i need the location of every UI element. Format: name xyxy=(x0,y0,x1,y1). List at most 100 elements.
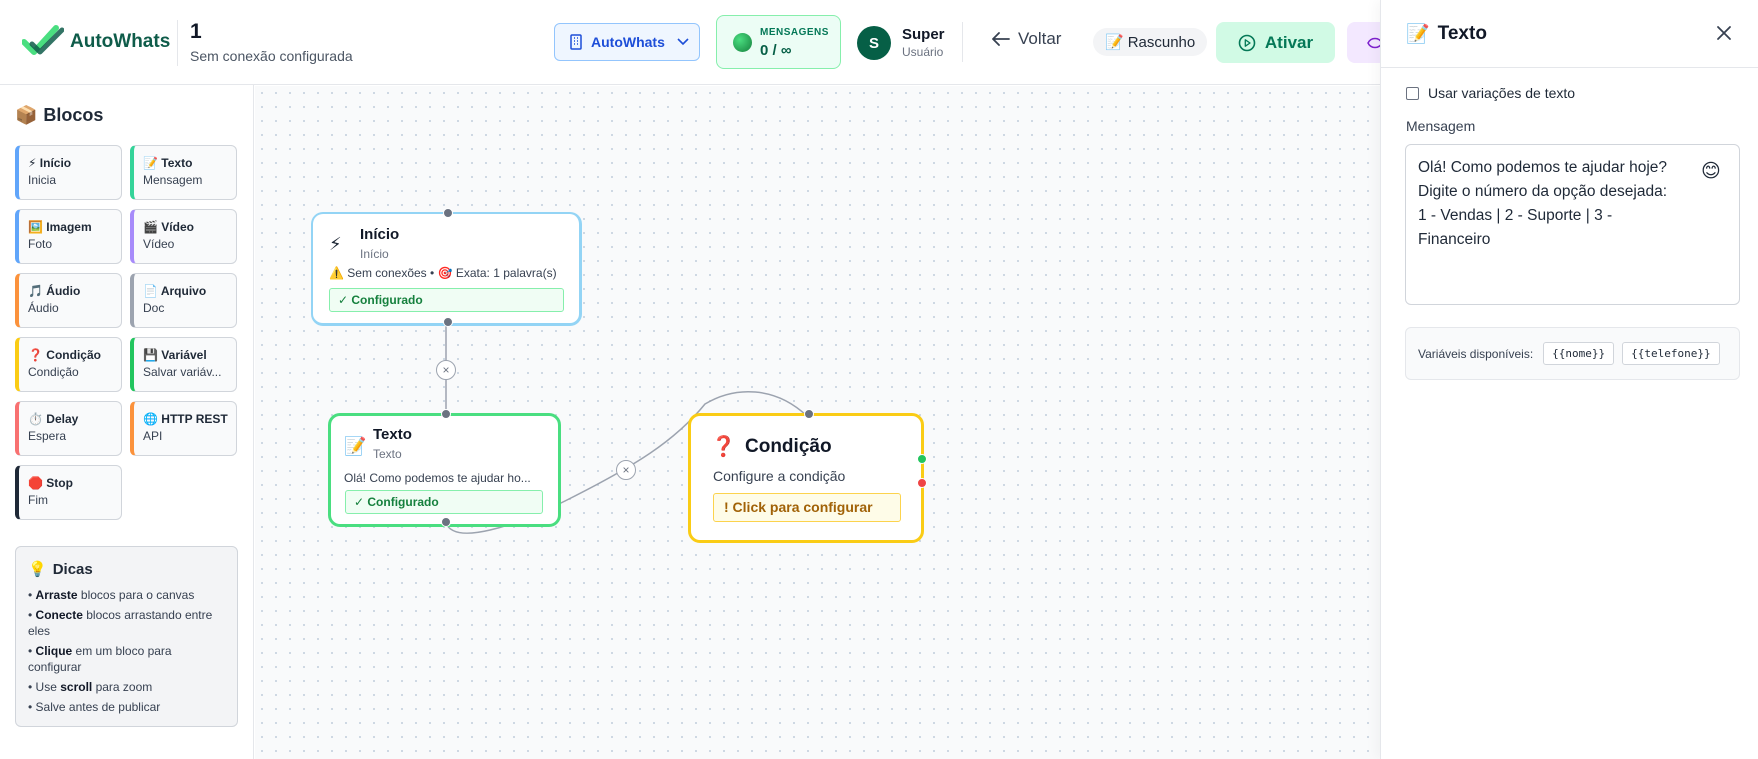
block-inicio[interactable]: ⚡ Início Inicia xyxy=(15,145,122,200)
tip-bold: Arraste xyxy=(35,588,78,602)
lightning-icon: ⚡ xyxy=(28,156,37,170)
package-icon: 📦 xyxy=(15,105,38,125)
panel-title-text: Texto xyxy=(1437,23,1487,44)
variable-chip-nome[interactable]: {{nome}} xyxy=(1543,342,1615,365)
lightbulb-icon: 💡 xyxy=(28,561,47,578)
block-texto[interactable]: 📝 Texto Mensagem xyxy=(130,145,237,200)
block-title: 📄 Arquivo xyxy=(143,284,236,298)
properties-panel: 📝 Texto Usar variações de texto Mensagem… xyxy=(1380,0,1758,759)
block-title-text: Stop xyxy=(46,476,73,490)
remove-edge-button[interactable]: × xyxy=(616,460,636,480)
remove-edge-button[interactable]: × xyxy=(436,360,456,380)
variations-checkbox[interactable] xyxy=(1406,86,1419,100)
question-icon: ❓ xyxy=(28,348,43,362)
tips-title: 💡 Dicas xyxy=(28,560,225,579)
node-condicao[interactable]: ❓ Condição Configure a condição ! Click … xyxy=(688,409,927,543)
tip-text: para zoom xyxy=(92,680,153,694)
block-title-text: Áudio xyxy=(46,284,81,298)
node-meta: ⚠️ Sem conexões • 🎯 Exata: 1 palavra(s) xyxy=(329,266,557,280)
block-subtitle: Fim xyxy=(28,493,48,507)
configured-badge: ✓ Configurado xyxy=(345,490,543,514)
node-handle-bottom[interactable] xyxy=(441,517,451,527)
node-preview: Olá! Como podemos te ajudar ho... xyxy=(344,471,531,485)
block-imagem[interactable]: 🖼️ Imagem Foto xyxy=(15,209,122,264)
block-subtitle: Áudio xyxy=(28,301,59,315)
close-icon[interactable] xyxy=(1713,22,1735,44)
memo-icon: 📝 xyxy=(344,436,367,456)
block-condicao[interactable]: ❓ Condição Condição xyxy=(15,337,122,392)
arrow-left-icon xyxy=(992,32,1010,46)
variations-toggle[interactable]: Usar variações de texto xyxy=(1406,85,1575,101)
node-inicio[interactable]: ⚡ Início Início ⚠️ Sem conexões • 🎯 Exat… xyxy=(311,208,582,327)
block-subtitle: Doc xyxy=(143,301,165,315)
document-icon: 📄 xyxy=(143,284,158,298)
memo-icon: 📝 xyxy=(1105,34,1124,51)
false-output-handle[interactable] xyxy=(917,478,927,488)
node-handle-top[interactable] xyxy=(804,409,814,419)
block-subtitle: Salvar variáv... xyxy=(143,365,222,379)
node-warning: Sem conexões xyxy=(347,266,427,280)
block-title-text: Imagem xyxy=(46,220,92,234)
back-label: Voltar xyxy=(1018,29,1062,48)
draft-label: Rascunho xyxy=(1127,33,1196,51)
tip-text: blocos arrastando entre eles xyxy=(28,608,213,638)
user-name: Super xyxy=(902,26,945,43)
block-http-rest[interactable]: 🌐 HTTP REST API xyxy=(130,401,237,456)
block-subtitle: Foto xyxy=(28,237,53,251)
block-subtitle: Inicia xyxy=(28,173,57,187)
flow-connection-status: Sem conexão configurada xyxy=(190,48,353,64)
block-audio[interactable]: 🎵 Áudio Áudio xyxy=(15,273,122,328)
tip-item: • Arraste blocos para o canvas xyxy=(28,588,195,602)
tip-text: Salve antes de publicar xyxy=(35,700,161,714)
back-button[interactable]: Voltar xyxy=(992,29,1061,49)
node-handle-top[interactable] xyxy=(443,208,453,218)
logo-check-icon xyxy=(22,25,64,55)
app-logo[interactable]: AutoWhats xyxy=(22,24,170,60)
block-title: 🛑 Stop xyxy=(28,476,121,490)
block-title: 🌐 HTTP REST xyxy=(143,412,236,426)
true-output-handle[interactable] xyxy=(917,454,927,464)
globe-icon: 🌐 xyxy=(143,412,158,426)
activate-label: Ativar xyxy=(1264,32,1314,52)
block-subtitle: Mensagem xyxy=(143,173,203,187)
tip-text: blocos para o canvas xyxy=(77,588,195,602)
message-textarea[interactable]: Olá! Como podemos te ajudar hoje? Digite… xyxy=(1405,144,1740,305)
music-note-icon: 🎵 xyxy=(28,284,43,298)
message-line: Olá! Como podemos te ajudar hoje? xyxy=(1418,159,1668,176)
activate-button[interactable]: Ativar xyxy=(1216,22,1335,63)
lightning-icon: ⚡ xyxy=(329,234,342,254)
image-icon: 🖼️ xyxy=(28,220,43,234)
message-line: Digite o número da opção desejada: xyxy=(1418,183,1668,200)
variable-chip-telefone[interactable]: {{telefone}} xyxy=(1622,342,1720,365)
play-circle-icon xyxy=(1238,34,1256,51)
draft-status-badge[interactable]: 📝 Rascunho xyxy=(1093,28,1208,56)
message-line: 1 - Vendas | 2 - Suporte | 3 - xyxy=(1418,207,1613,224)
configure-condition-button[interactable]: ! Click para configurar xyxy=(713,493,901,522)
block-title: 🎵 Áudio xyxy=(28,284,121,298)
block-delay[interactable]: ⏱️ Delay Espera xyxy=(15,401,122,456)
workspace-label: AutoWhats xyxy=(591,34,665,50)
block-arquivo[interactable]: 📄 Arquivo Doc xyxy=(130,273,237,328)
block-title: 📝 Texto xyxy=(143,156,236,170)
status-dot-icon xyxy=(733,33,752,52)
message-label: Mensagem xyxy=(1406,118,1476,134)
block-title: ⚡ Início xyxy=(28,156,121,170)
node-description: Configure a condição xyxy=(713,468,846,484)
node-handle-top[interactable] xyxy=(441,409,451,419)
messages-counter: MENSAGENS 0 / ∞ xyxy=(716,15,841,69)
node-handle-bottom[interactable] xyxy=(443,317,453,327)
blocks-sidebar: 📦 Blocos ⚡ Início Inicia 📝 Texto Mensage… xyxy=(0,85,254,759)
block-stop[interactable]: 🛑 Stop Fim xyxy=(15,465,122,520)
block-title: 🖼️ Imagem xyxy=(28,220,121,234)
node-texto[interactable]: 📝 Texto Texto Olá! Como podemos te ajuda… xyxy=(328,409,561,527)
memo-icon: 📝 xyxy=(143,156,158,170)
tip-bold: Clique xyxy=(35,644,73,658)
block-video[interactable]: 🎬 Vídeo Vídeo xyxy=(130,209,237,264)
block-variavel[interactable]: 💾 Variável Salvar variáv... xyxy=(130,337,237,392)
flow-canvas[interactable]: ⚡ Início Início ⚠️ Sem conexões • 🎯 Exat… xyxy=(255,86,1380,759)
node-title: Texto xyxy=(373,426,412,443)
avatar[interactable]: S xyxy=(857,26,891,60)
workspace-selector-button[interactable]: AutoWhats xyxy=(554,23,700,61)
emoji-picker-icon[interactable]: 😊 xyxy=(1701,161,1721,182)
edge-texto-condicao[interactable] xyxy=(445,390,808,534)
